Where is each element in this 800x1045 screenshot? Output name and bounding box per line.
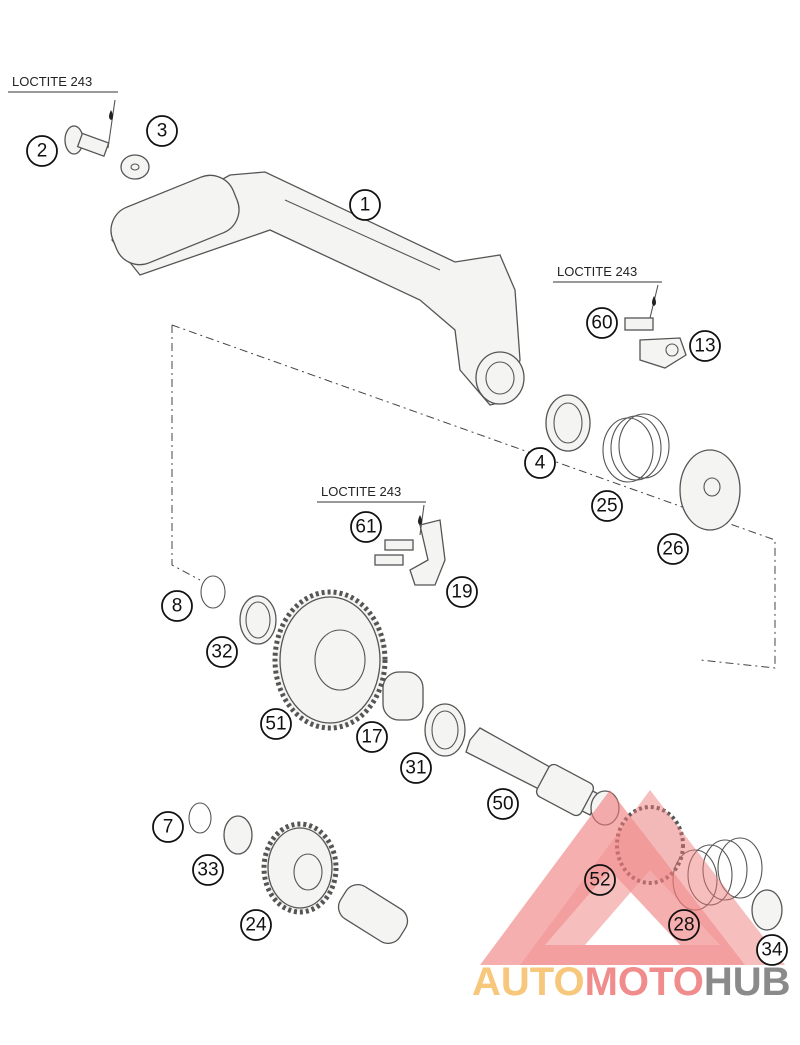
kick-lever-part <box>110 171 525 406</box>
svg-text:32: 32 <box>211 642 232 663</box>
needle-bearing-part <box>382 671 424 721</box>
loctite-label: LOCTITE 243 <box>8 74 118 93</box>
svg-text:2: 2 <box>37 141 48 162</box>
svg-text:34: 34 <box>761 940 783 961</box>
svg-text:50: 50 <box>492 794 513 815</box>
svg-text:33: 33 <box>197 860 218 881</box>
svg-text:LOCTITE 243: LOCTITE 243 <box>557 264 637 279</box>
svg-text:8: 8 <box>172 596 183 617</box>
callout-8: 8 <box>161 590 193 622</box>
callout-50: 50 <box>487 788 519 820</box>
svg-text:13: 13 <box>694 336 715 357</box>
svg-text:61: 61 <box>355 517 376 538</box>
watermark-text: AUTOMOTOHUB <box>472 960 791 1004</box>
shim-part <box>239 595 277 645</box>
svg-text:24: 24 <box>245 915 267 936</box>
loctite-label: LOCTITE 243 <box>317 484 426 503</box>
svg-text:1: 1 <box>360 195 371 216</box>
svg-text:25: 25 <box>596 496 617 517</box>
callout-3: 3 <box>146 115 178 147</box>
svg-text:26: 26 <box>662 539 683 560</box>
shim-part <box>223 815 253 855</box>
callout-34: 34 <box>756 934 788 966</box>
svg-text:51: 51 <box>265 714 286 735</box>
callout-24: 24 <box>240 909 272 941</box>
idler-gear-part <box>261 821 339 915</box>
bolt-bracket-part <box>624 284 687 369</box>
washer-part <box>120 154 150 180</box>
callout-7: 7 <box>152 811 184 843</box>
kick-gear-part <box>272 589 388 731</box>
torsion-spring-part <box>602 413 670 483</box>
callout-19: 19 <box>446 576 478 608</box>
svg-text:17: 17 <box>361 727 382 748</box>
circlip-part <box>200 575 226 609</box>
svg-text:28: 28 <box>673 915 694 936</box>
svg-text:52: 52 <box>589 870 610 891</box>
pin-part <box>337 883 409 945</box>
callout-61: 61 <box>350 511 382 543</box>
shim-part <box>751 889 783 931</box>
callout-51: 51 <box>260 708 292 740</box>
svg-text:3: 3 <box>157 121 168 142</box>
svg-text:60: 60 <box>591 313 612 334</box>
callout-33: 33 <box>192 854 224 886</box>
callout-25: 25 <box>591 490 623 522</box>
callout-2: 2 <box>26 135 58 167</box>
callout-60: 60 <box>586 307 618 339</box>
svg-text:7: 7 <box>163 817 174 838</box>
washer-part <box>424 703 466 757</box>
callout-13: 13 <box>689 330 721 362</box>
svg-text:31: 31 <box>405 758 426 779</box>
circlip-part <box>188 802 212 834</box>
watermark-logo <box>480 790 785 965</box>
svg-text:4: 4 <box>535 453 546 474</box>
bolt-ratchet-part <box>374 504 446 586</box>
callout-31: 31 <box>400 752 432 784</box>
callout-26: 26 <box>657 533 689 565</box>
screw-part <box>64 99 116 157</box>
callout-28: 28 <box>668 909 700 941</box>
callout-17: 17 <box>356 721 388 753</box>
callout-32: 32 <box>206 636 238 668</box>
svg-text:LOCTITE 243: LOCTITE 243 <box>12 74 92 89</box>
svg-text:19: 19 <box>451 582 472 603</box>
svg-text:LOCTITE 243: LOCTITE 243 <box>321 484 401 499</box>
assembly-line <box>171 324 776 669</box>
callout-1: 1 <box>349 189 381 221</box>
callout-4: 4 <box>524 447 556 479</box>
washer-part <box>545 394 591 452</box>
plate-part <box>679 449 741 531</box>
loctite-label: LOCTITE 243 <box>553 264 662 283</box>
callout-52: 52 <box>584 864 616 896</box>
